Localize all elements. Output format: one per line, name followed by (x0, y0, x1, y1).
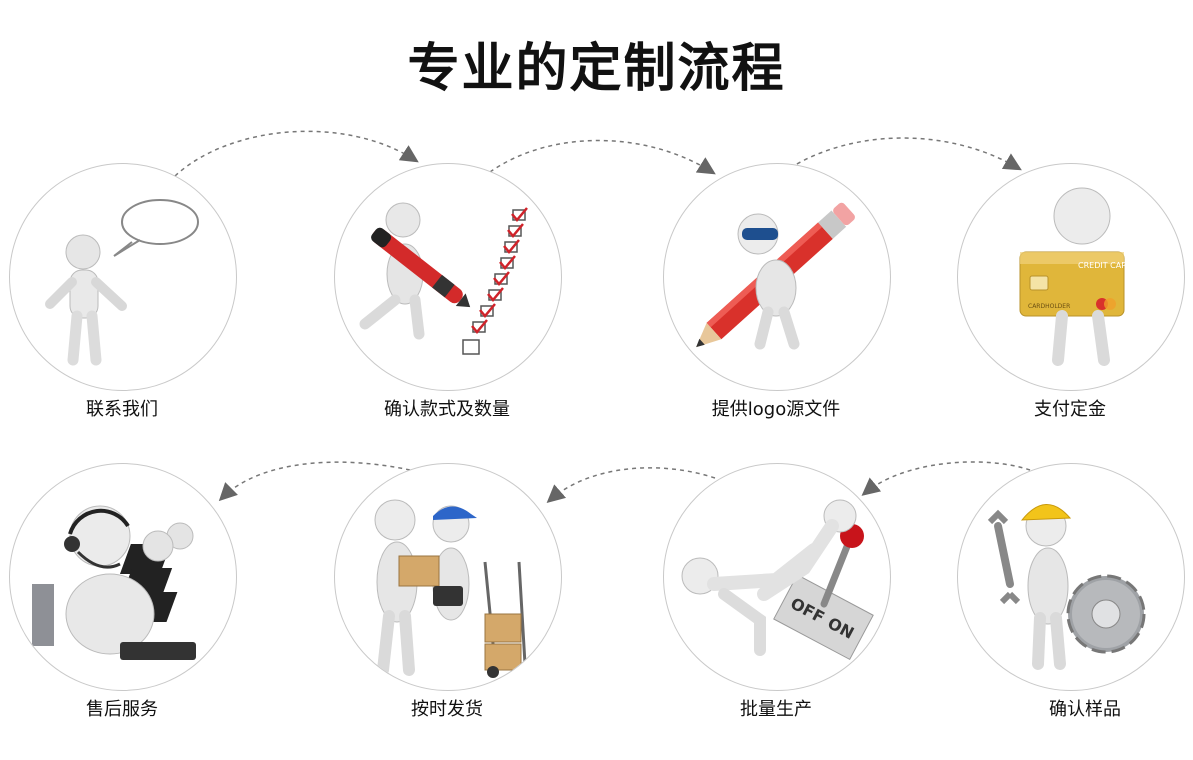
step-label: 支付定金 (1034, 399, 1106, 420)
step-label: 联系我们 (86, 399, 158, 420)
step-provide-logo-file[interactable] (663, 163, 891, 391)
arrow-connector (546, 467, 716, 503)
card-holder-text: CARDHOLDER (1028, 303, 1070, 310)
arrow-connector (218, 461, 411, 502)
step-label: 确认样品 (1049, 699, 1121, 720)
step-on-time-delivery[interactable] (334, 463, 562, 691)
on-off-lever-icon: OFF ON (681, 499, 874, 661)
credit-card-icon: CREDIT CARD CARDHOLDER (1019, 187, 1133, 366)
step-mass-production[interactable]: OFF ON (663, 463, 891, 691)
wrench-gear-icon (987, 504, 1146, 670)
customer-service-headset-icon (32, 505, 196, 660)
arrow-connector (174, 130, 419, 177)
checklist-pen-icon (359, 202, 528, 355)
step-confirm-style-quantity[interactable] (334, 163, 562, 391)
pencil-figure-icon (696, 202, 855, 350)
arrow-connector (861, 461, 1031, 496)
step-label: 批量生产 (740, 699, 812, 720)
delivery-boxes-icon (374, 499, 529, 678)
step-label: 按时发货 (411, 699, 483, 720)
arrow-connector (789, 137, 1022, 171)
step-after-sales-service[interactable] (9, 463, 237, 691)
page-title: 专业的定制流程 (407, 39, 786, 99)
step-pay-deposit[interactable]: CREDIT CARD CARDHOLDER (957, 163, 1185, 391)
step-confirm-sample[interactable] (957, 463, 1185, 691)
step-label: 确认款式及数量 (384, 399, 510, 420)
step-label: 提供logo源文件 (711, 399, 841, 420)
arrow-connector (489, 139, 716, 175)
step-contact-us[interactable] (9, 163, 237, 391)
speech-bubble-figure-icon (45, 199, 199, 366)
card-brand-text: CREDIT CARD (1078, 261, 1133, 270)
step-label: 售后服务 (86, 699, 158, 720)
